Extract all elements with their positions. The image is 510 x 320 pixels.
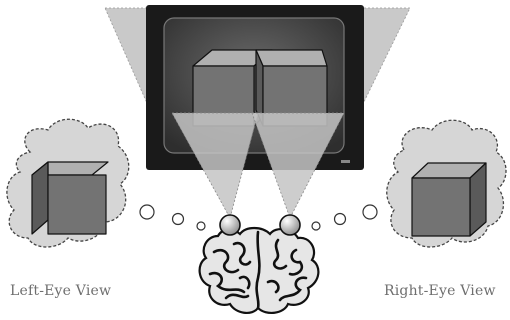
right-frustum-wing xyxy=(359,7,411,111)
left-frustum-wing xyxy=(104,7,151,111)
thought-bubble xyxy=(311,221,321,231)
left-eye-view-label: Left-Eye View xyxy=(10,283,112,299)
right-eye-icon xyxy=(279,214,301,236)
thought-bubble xyxy=(171,212,185,226)
right-view-cube xyxy=(411,162,487,237)
right-eye-view-label: Right-Eye View xyxy=(384,283,496,299)
thought-bubble xyxy=(333,212,347,226)
left-thought-bubbles xyxy=(139,204,206,231)
cube-top-face xyxy=(255,49,328,67)
cube-front-face xyxy=(47,174,107,235)
left-eye-icon xyxy=(219,214,241,236)
left-view-cube xyxy=(31,161,109,235)
cube-front-face xyxy=(411,177,471,237)
left-eye-view-cone xyxy=(171,112,259,220)
thought-bubble xyxy=(196,221,206,231)
thought-bubble xyxy=(139,204,155,220)
thought-bubble xyxy=(362,204,378,220)
right-eye-view-cone xyxy=(251,112,345,219)
monitor-power-led xyxy=(341,160,350,163)
right-thought-cloud-icon xyxy=(386,119,507,248)
brain-icon xyxy=(198,226,320,314)
right-thought-bubbles xyxy=(311,204,378,231)
left-thought-cloud-icon xyxy=(6,118,130,248)
brain-folds xyxy=(208,230,308,310)
